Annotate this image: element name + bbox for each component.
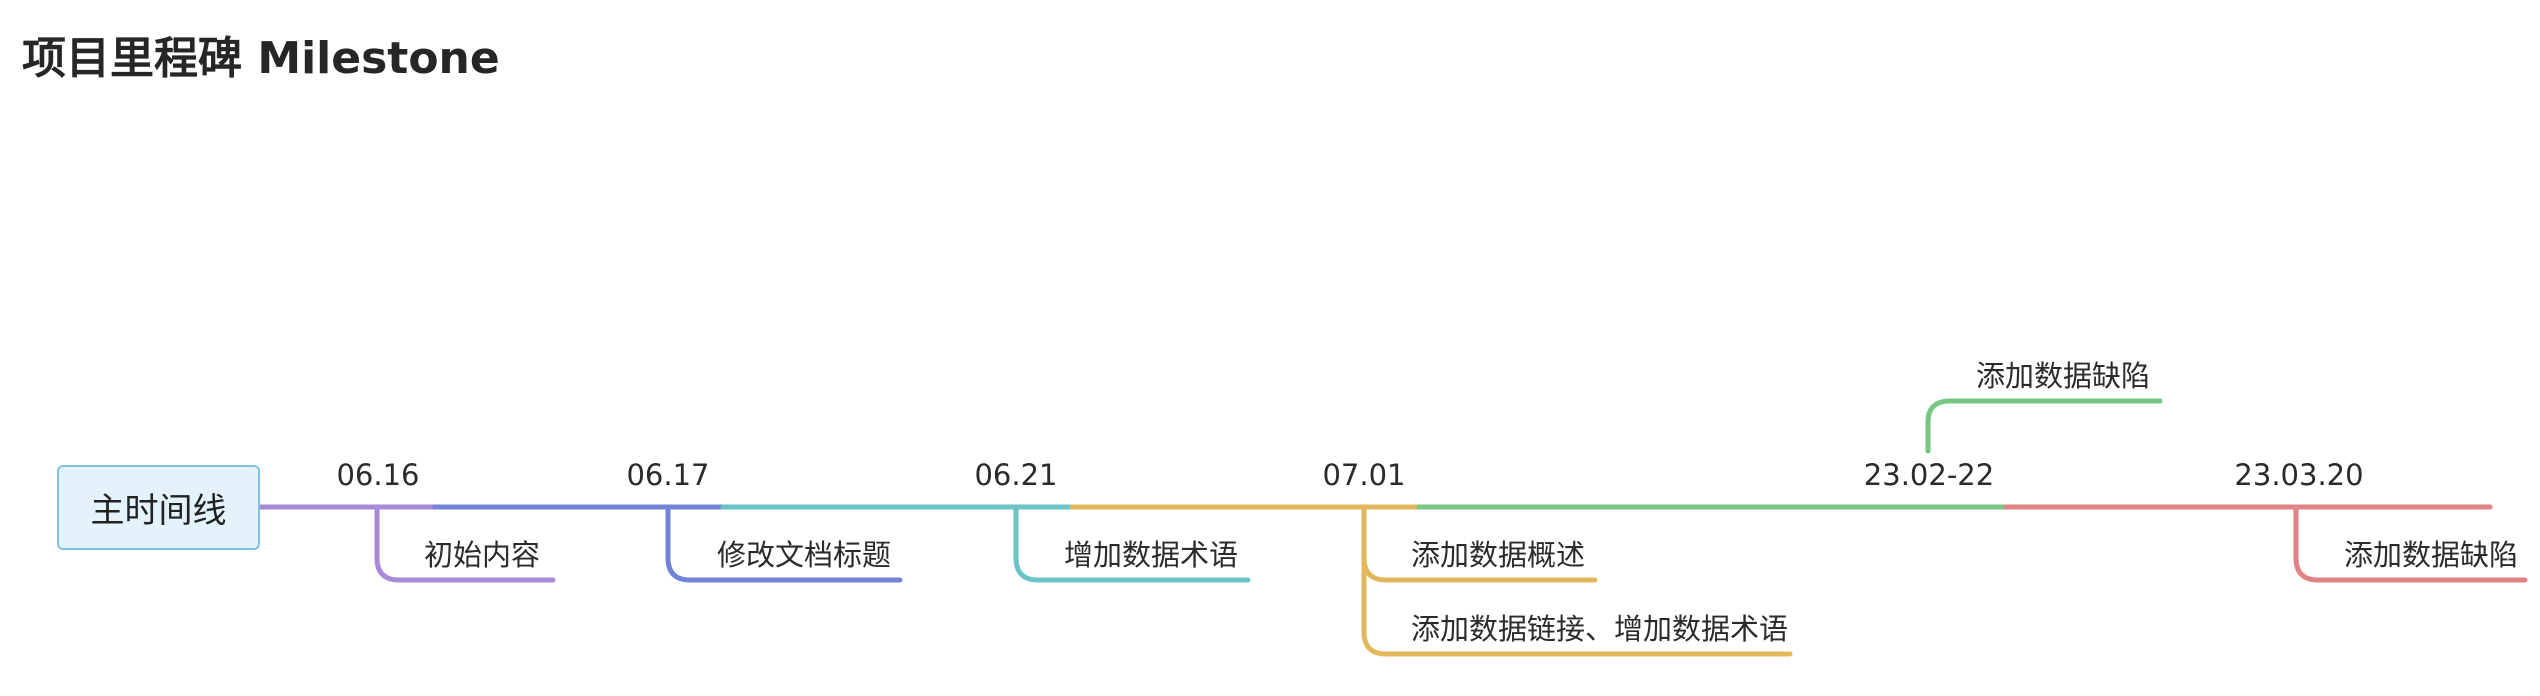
branch-connector (1013, 504, 1251, 583)
milestone-date-0621[interactable]: 06.21 (974, 458, 1058, 492)
milestone-item-add-data-defect[interactable]: 添加数据缺陷 (2344, 538, 2519, 572)
milestone-date-0616[interactable]: 06.16 (336, 458, 420, 492)
branch-connector (665, 504, 903, 583)
milestone-date-0617[interactable]: 06.17 (626, 458, 710, 492)
milestone-item-add-data-links-terms[interactable]: 添加数据链接、增加数据术语 (1411, 612, 1789, 646)
milestone-item-add-data-terms[interactable]: 增加数据术语 (1064, 538, 1239, 572)
branch-connector (1925, 398, 2163, 454)
root-label: 主时间线 (90, 491, 227, 531)
milestone-item-add-data-overview[interactable]: 添加数据概述 (1411, 538, 1586, 572)
milestone-item-add-data-defect-above[interactable]: 添加数据缺陷 (1976, 359, 2151, 393)
root-node[interactable]: 主时间线 (57, 465, 260, 550)
milestone-item-edit-doc-title[interactable]: 修改文档标题 (717, 538, 892, 572)
timeline-lines (257, 398, 2528, 657)
milestone-date-230222[interactable]: 23.02-22 (1863, 458, 1995, 492)
milestone-item-initial-content[interactable]: 初始内容 (424, 538, 541, 572)
page-title: 项目里程碑 Milestone (22, 33, 500, 84)
branch-connector (374, 504, 556, 583)
branch-connector (1361, 504, 1793, 657)
branch-connector (2293, 504, 2528, 583)
milestone-date-230320[interactable]: 23.03.20 (2234, 458, 2364, 492)
milestone-date-0701[interactable]: 07.01 (1322, 458, 1406, 492)
